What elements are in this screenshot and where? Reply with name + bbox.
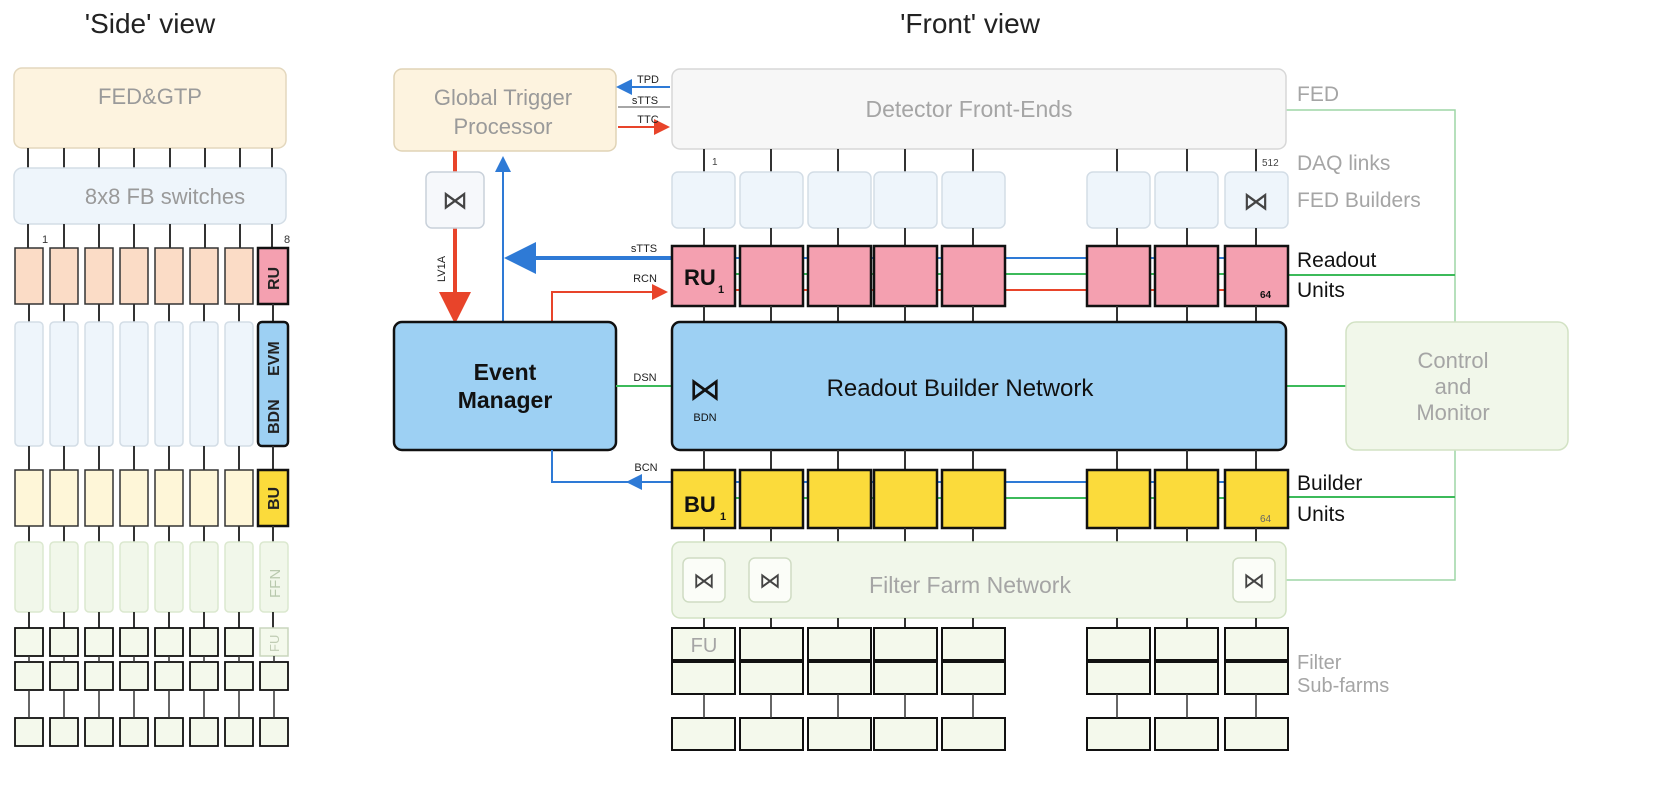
signal-dsn-label: DSN <box>633 372 656 384</box>
side-fb-switches-label: 8x8 FB switches <box>85 184 245 209</box>
label-daq-links: DAQ links <box>1297 152 1390 175</box>
side-fu-label: FU <box>267 635 282 652</box>
front-view-title: 'Front' view <box>900 8 1041 39</box>
global-trigger-processor-box <box>393 68 617 152</box>
bdn-switch-icon: ⋈ <box>689 371 721 407</box>
bu-subscript: 1 <box>720 511 726 523</box>
readout-builder-network-box <box>670 320 1288 452</box>
ru-last-index: 64 <box>1260 290 1272 301</box>
ffn-switch-icon-1: ⋈ <box>693 568 715 593</box>
signal-tpd-label: TPD <box>637 74 659 86</box>
fu-label: FU <box>691 635 718 657</box>
filter-farm-network-label: Filter Farm Network <box>869 572 1071 598</box>
lv1a-switch-box <box>425 171 485 229</box>
readout-unit-1 <box>670 244 737 308</box>
bu-last-index: 64 <box>1260 514 1272 525</box>
signal-bcn-label: BCN <box>634 462 657 474</box>
side-fed-gtp-box <box>13 67 287 149</box>
side-view-title: 'Side' view <box>85 8 216 39</box>
signal-stts-top-label: sTTS <box>632 95 658 107</box>
detector-front-ends-label: Detector Front-Ends <box>865 96 1072 122</box>
control-label-line3: Monitor <box>1416 400 1489 425</box>
filter-farm-network-box <box>671 541 1287 619</box>
readout-unit-64 <box>1223 244 1290 308</box>
side-view: FED&GTP 8x8 FB switches 1 8 RU <box>13 67 290 747</box>
signal-ttc-label: TTC <box>637 114 658 126</box>
ffn-switch-icon-3: ⋈ <box>1243 568 1265 593</box>
event-manager-label-line2: Manager <box>458 387 553 413</box>
label-readout-line1: Readout <box>1297 249 1377 272</box>
builder-unit-64 <box>1223 468 1290 530</box>
side-bdn-label: BDN <box>266 399 283 434</box>
label-filter-line1: Filter <box>1297 652 1342 674</box>
signal-lv1a-label: LV1A <box>436 255 448 282</box>
daq-link-first-label: 1 <box>712 157 718 168</box>
global-trigger-label-line1: Global Trigger <box>434 85 572 110</box>
side-fb-switches-box <box>13 167 287 225</box>
side-ru-label: RU <box>266 267 283 290</box>
label-readout-line2: Units <box>1297 279 1345 302</box>
ffn-switch-icon-2: ⋈ <box>759 568 781 593</box>
control-label-line2: and <box>1435 374 1472 399</box>
bdn-label: BDN <box>693 412 716 424</box>
side-index-first: 1 <box>42 234 48 246</box>
control-monitor-box <box>1345 321 1569 451</box>
signal-rcn-label: RCN <box>633 273 657 285</box>
label-filter-line2: Sub-farms <box>1297 675 1389 697</box>
readout-builder-network-label: Readout Builder Network <box>827 375 1095 402</box>
side-fed-gtp-label: FED&GTP <box>98 84 202 109</box>
event-manager-box <box>392 320 618 452</box>
lv1a-switch-icon: ⋈ <box>442 185 468 215</box>
daq-link-last-label: 512 <box>1262 158 1279 169</box>
side-evm-label: EVM <box>266 341 283 376</box>
front-view: Global Trigger Processor Detector Front-… <box>392 68 1569 751</box>
control-label-line1: Control <box>1418 348 1489 373</box>
ru-label: RU <box>684 265 716 290</box>
global-trigger-label-line2: Processor <box>453 114 552 139</box>
signal-stts-mid-label: sTTS <box>631 243 657 255</box>
label-fed-builders: FED Builders <box>1297 189 1421 212</box>
bu-label: BU <box>684 492 716 517</box>
label-builder-line1: Builder <box>1297 472 1362 495</box>
filter-unit-box <box>671 627 736 661</box>
builder-unit-1 <box>670 468 737 530</box>
side-bu-label: BU <box>266 487 283 510</box>
ru-subscript: 1 <box>718 284 724 296</box>
detector-front-ends-box <box>671 68 1287 150</box>
event-manager-label-line1: Event <box>474 359 537 385</box>
side-index-last: 8 <box>284 234 290 246</box>
label-fed: FED <box>1297 83 1339 106</box>
label-builder-line2: Units <box>1297 503 1345 526</box>
side-ffn-label: FFN <box>267 569 284 598</box>
fed-builder-switch-icon: ⋈ <box>1243 186 1269 216</box>
